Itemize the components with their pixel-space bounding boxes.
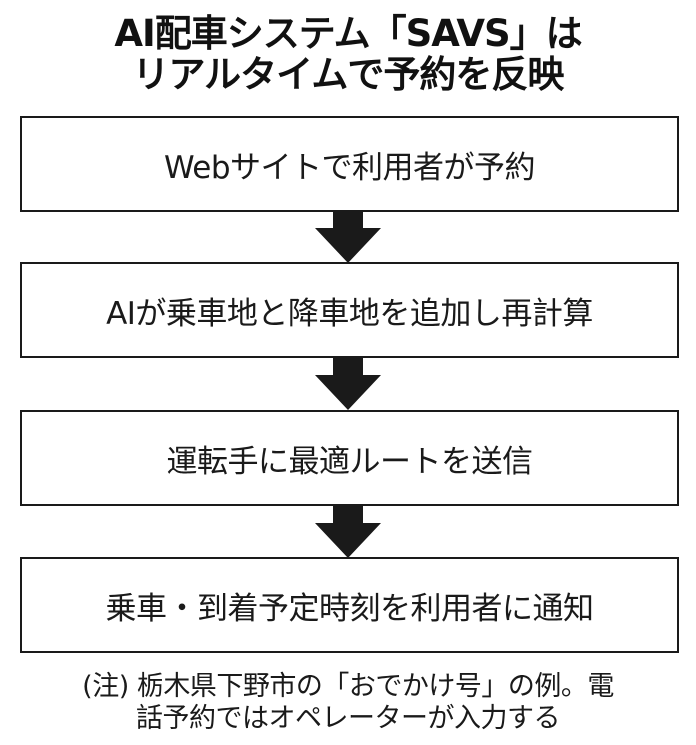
diagram-title-line1: AI配車システム「SAVS」は bbox=[114, 12, 582, 55]
footnote-line2: 話予約ではオペレーターが入力する bbox=[136, 703, 561, 734]
flow-step-label: AIが乗車地と降車地を追加し再計算 bbox=[106, 295, 593, 332]
down-arrow-icon bbox=[315, 506, 381, 558]
flow-step-2: AIが乗車地と降車地を追加し再計算 bbox=[20, 262, 679, 358]
flow-step-label: 乗車・到着予定時刻を利用者に通知 bbox=[105, 590, 595, 627]
flow-step-label: Webサイトで利用者が予約 bbox=[163, 149, 536, 186]
footnote-line1: (注) 栃木県下野市の「おでかけ号」の例。電 bbox=[82, 671, 614, 702]
down-arrow-icon bbox=[315, 211, 381, 263]
flow-step-label: 運転手に最適ルートを送信 bbox=[166, 443, 534, 480]
diagram-title-line2: リアルタイムで予約を反映 bbox=[132, 53, 565, 96]
flow-step-1: Webサイトで利用者が予約 bbox=[20, 116, 679, 212]
flow-step-4: 乗車・到着予定時刻を利用者に通知 bbox=[20, 557, 679, 653]
down-arrow-icon bbox=[315, 358, 381, 410]
flow-step-3: 運転手に最適ルートを送信 bbox=[20, 410, 679, 506]
